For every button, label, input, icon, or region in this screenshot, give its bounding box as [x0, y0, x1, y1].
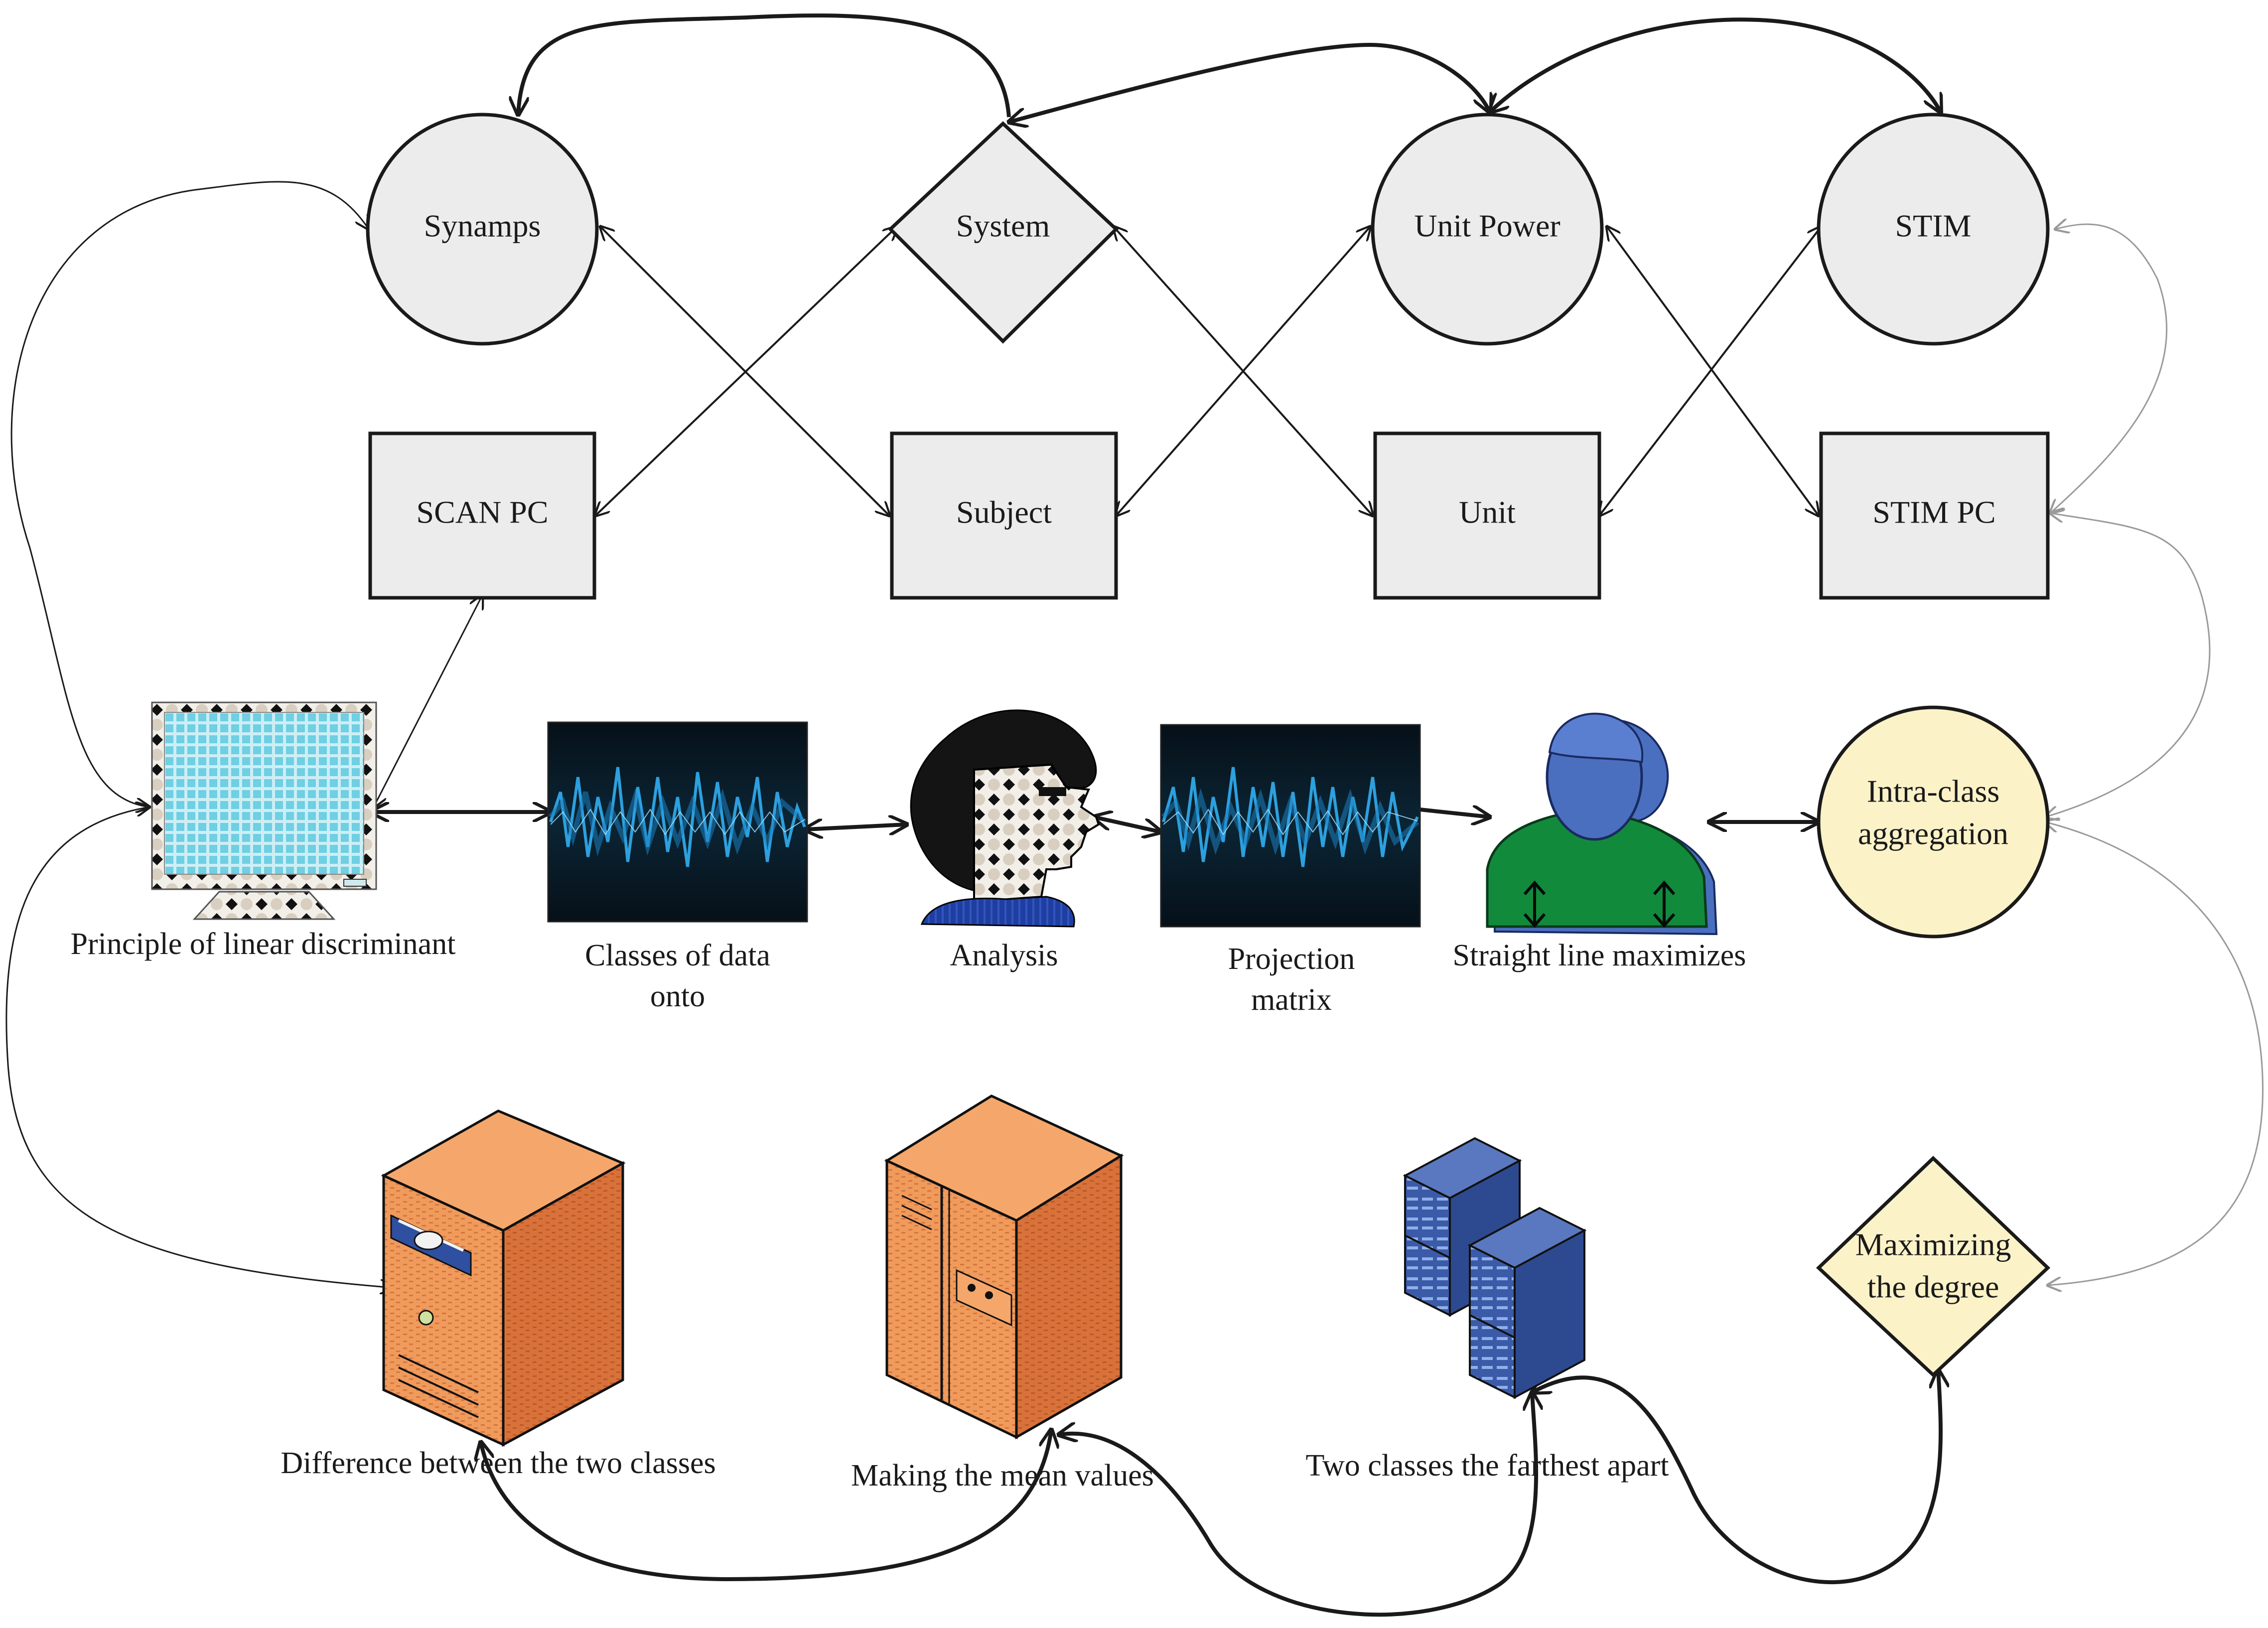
node-stim[interactable]: STIM: [1817, 113, 2050, 346]
head-collar: [920, 896, 1075, 928]
waveform-1: [547, 721, 808, 923]
waveform-2: [1160, 724, 1421, 928]
stim-pc-label: STIM PC: [1872, 495, 1995, 530]
server1-badge: [414, 1230, 443, 1250]
curve-maximizing-intra: [2045, 822, 2264, 1285]
synamps-label: Synamps: [424, 208, 541, 244]
rack1-front: [1404, 1174, 1451, 1317]
caption-analysis: Analysis: [950, 939, 1058, 972]
monitor-icon[interactable]: [151, 701, 377, 920]
waveform-1-trace-2: [549, 788, 807, 857]
curve-monitor-server1: [5, 807, 394, 1288]
edge-unitpower-subject: [1116, 227, 1370, 516]
edge-monitor-scanpc: [374, 595, 482, 807]
system-label: System: [956, 208, 1050, 244]
caption-wave2-line1: Projection: [1228, 942, 1355, 976]
waveform-2-trace: [1162, 767, 1419, 867]
rack2-side: [1514, 1228, 1585, 1399]
rack-divider: [1405, 1234, 1515, 1339]
stim-label: STIM: [1895, 208, 1972, 244]
head-eye: [1039, 787, 1066, 796]
node-intra-class[interactable]: Intra-class aggregation: [1817, 705, 2050, 939]
curve-synamps-monitor: [10, 181, 369, 807]
node-maximizing[interactable]: Maximizing the degree: [1816, 1156, 2051, 1377]
node-subject[interactable]: Subject: [890, 431, 1118, 600]
edge-analysis-wave2: [1094, 817, 1161, 832]
edge-stim-unit: [1599, 227, 1821, 516]
node-unit-power[interactable]: Unit Power: [1371, 113, 1604, 346]
arc-system-synamps: [518, 13, 1011, 118]
subject-label: Subject: [956, 495, 1052, 530]
user-hair: [1548, 712, 1644, 764]
edge-wave2-person: [1419, 810, 1490, 817]
intra-class-circle: [1817, 705, 2050, 939]
server2-vent: [901, 1195, 932, 1230]
node-unit[interactable]: Unit: [1373, 431, 1601, 600]
server2-led2: [985, 1291, 993, 1299]
synamps-circle: [366, 113, 599, 346]
stim-circle: [1817, 113, 2050, 346]
edge-system-scanpc: [595, 227, 897, 516]
server2-led1: [968, 1284, 976, 1292]
server1-slot1: [398, 1354, 479, 1393]
waveform-1-glow: [550, 809, 805, 835]
system-diamond: [887, 121, 1119, 344]
stim-pc-box: [1819, 431, 2050, 600]
curve-intra-stimpc: [2045, 513, 2211, 817]
server1-slot3: [398, 1379, 479, 1418]
arc-system-unitpower: [1009, 42, 1490, 122]
rack-servers-icon: [1403, 1137, 1587, 1399]
caption-person: Straight line maximizes: [1453, 939, 1746, 972]
head-face: [973, 763, 1100, 903]
scan-pc-label: SCAN PC: [417, 495, 549, 530]
scan-pc-box: [368, 431, 596, 600]
server1-power-button: [418, 1310, 434, 1326]
curve-bottom-chain: [481, 1430, 1051, 1582]
maximizing-line1: Maximizing: [1855, 1227, 2011, 1262]
server1-side: [502, 1161, 624, 1447]
caption-rack: Two classes the farthest apart: [1305, 1449, 1669, 1483]
monitor-screen: [164, 712, 364, 875]
user-arrow-right-icon: [1653, 880, 1676, 928]
caption-wave2-line2: matrix: [1251, 983, 1332, 1017]
waveform-2-trace-2: [1161, 788, 1419, 855]
unit-power-label: Unit Power: [1414, 208, 1560, 244]
subject-box: [890, 431, 1118, 600]
unit-power-circle: [1371, 113, 1604, 346]
curve-bottom-chain-2: [1059, 1392, 1536, 1617]
unit-box: [1373, 431, 1601, 600]
caption-monitor: Principle of linear discriminant: [70, 927, 455, 961]
user-icon: [1486, 712, 1718, 936]
connectors: [5, 13, 2264, 1617]
rack2-front: [1469, 1243, 1516, 1399]
node-system[interactable]: System: [887, 121, 1119, 344]
maximizing-line2: the degree: [1867, 1269, 1999, 1305]
maximizing-diamond: [1816, 1156, 2051, 1377]
arc-unitpower-stim: [1490, 17, 1941, 112]
node-synamps[interactable]: Synamps: [366, 113, 599, 346]
caption-server2: Making the mean values: [851, 1459, 1154, 1492]
curve-bottom-chain-3: [1532, 1370, 1941, 1585]
head-profile-icon: [910, 709, 1100, 928]
node-stim-pc[interactable]: STIM PC: [1819, 431, 2050, 600]
server-cabinet-icon: [884, 1094, 1124, 1440]
server-tower-icon: [381, 1109, 626, 1447]
user-arrow-left-icon: [1523, 880, 1546, 928]
intra-class-line2: aggregation: [1858, 816, 2008, 851]
unit-label: Unit: [1459, 495, 1516, 530]
monitor-stand: [192, 891, 336, 920]
curve-stimpc-stim: [2050, 224, 2167, 513]
server1-slot2: [398, 1366, 479, 1406]
edge-wave1-analysis: [805, 824, 907, 829]
monitor-button: [343, 879, 367, 887]
node-scan-pc[interactable]: SCAN PC: [368, 431, 596, 600]
waveform-2-glow: [1163, 809, 1418, 835]
caption-wave1-line2: onto: [650, 979, 705, 1013]
caption-server1: Difference between the two classes: [281, 1446, 715, 1480]
server2-side: [1015, 1153, 1123, 1440]
caption-wave1-line1: Classes of data: [585, 939, 770, 972]
intra-class-line1: Intra-class: [1867, 774, 2000, 809]
